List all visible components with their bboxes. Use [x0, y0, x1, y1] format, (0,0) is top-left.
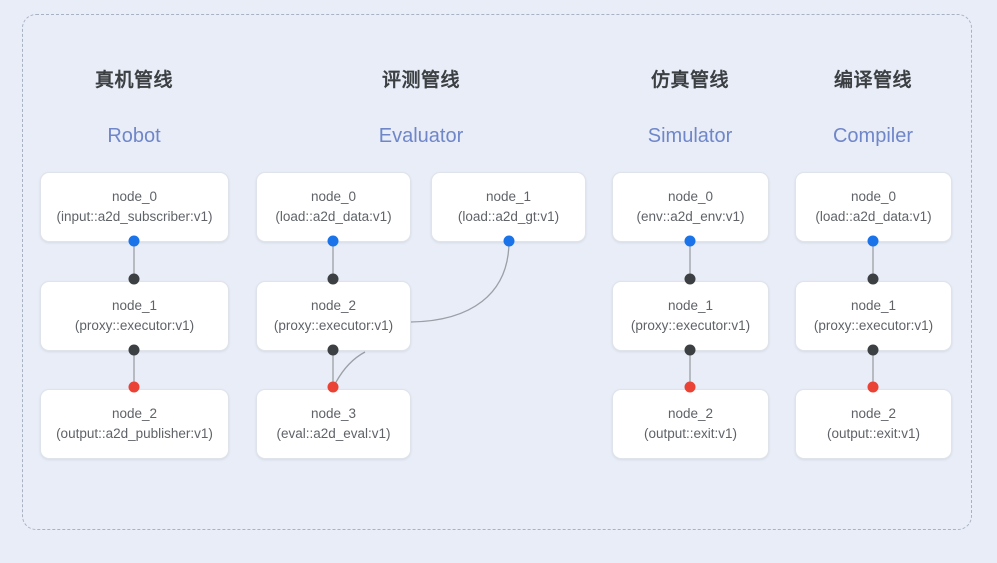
node-robot-node-1[interactable]: node_1 (proxy::executor:v1) — [40, 281, 229, 351]
node-label-name: node_1 — [850, 297, 897, 313]
port-input-simulator-node-2[interactable] — [684, 381, 696, 393]
node-evaluator-node-2[interactable]: node_2 (proxy::executor:v1) — [256, 281, 411, 351]
node-label-type: (proxy::executor:v1) — [74, 317, 195, 333]
node-label-name: node_0 — [850, 188, 897, 204]
node-label-type: (input::a2d_subscriber:v1) — [56, 208, 213, 224]
node-compiler-node-2[interactable]: node_2 (output::exit:v1) — [795, 389, 952, 459]
column-title-compiler: 编译管线 — [833, 70, 913, 91]
port-input-evaluator-node-2[interactable] — [327, 273, 339, 285]
port-input-robot-node-2[interactable] — [128, 381, 140, 393]
node-label-name: node_2 — [850, 405, 897, 421]
node-simulator-node-2[interactable]: node_2 (output::exit:v1) — [612, 389, 769, 459]
edge-eval-gt-to-executor — [410, 240, 510, 323]
node-label-name: node_0 — [111, 188, 158, 204]
column-subtitle-robot: Robot — [107, 125, 161, 147]
port-output-simulator-node-0[interactable] — [684, 235, 696, 247]
port-output-simulator-node-1[interactable] — [684, 344, 696, 356]
node-label-name: node_2 — [111, 405, 158, 421]
port-output-compiler-node-1[interactable] — [867, 344, 879, 356]
node-compiler-node-0[interactable]: node_0 (load::a2d_data:v1) — [795, 172, 952, 242]
node-label-name: node_1 — [485, 188, 532, 204]
column-title-evaluator: 评测管线 — [381, 70, 461, 91]
node-evaluator-node-3[interactable]: node_3 (eval::a2d_eval:v1) — [256, 389, 411, 459]
port-output-evaluator-node-1-gt[interactable] — [503, 235, 515, 247]
column-subtitle-simulator: Simulator — [647, 125, 733, 147]
node-label-name: node_2 — [310, 297, 357, 313]
node-robot-node-2[interactable]: node_2 (output::a2d_publisher:v1) — [40, 389, 229, 459]
port-input-compiler-node-2[interactable] — [867, 381, 879, 393]
node-label-type: (output::a2d_publisher:v1) — [56, 425, 213, 441]
node-simulator-node-0[interactable]: node_0 (env::a2d_env:v1) — [612, 172, 769, 242]
column-title-simulator: 仿真管线 — [650, 70, 730, 91]
node-label-name: node_1 — [667, 297, 714, 313]
node-label-type: (proxy::executor:v1) — [813, 317, 934, 333]
port-output-evaluator-node-0[interactable] — [327, 235, 339, 247]
column-subtitle-compiler: Compiler — [832, 125, 914, 147]
port-output-compiler-node-0[interactable] — [867, 235, 879, 247]
column-subtitle-evaluator: Evaluator — [378, 125, 464, 147]
node-label-type: (load::a2d_gt:v1) — [457, 208, 560, 224]
node-label-type: (proxy::executor:v1) — [630, 317, 751, 333]
port-input-evaluator-node-3[interactable] — [327, 381, 339, 393]
node-evaluator-node-0[interactable]: node_0 (load::a2d_data:v1) — [256, 172, 411, 242]
node-compiler-node-1[interactable]: node_1 (proxy::executor:v1) — [795, 281, 952, 351]
edge-eval-executor-to-eval — [333, 351, 366, 387]
port-input-simulator-node-1[interactable] — [684, 273, 696, 285]
column-title-robot: 真机管线 — [94, 70, 174, 91]
node-evaluator-node-1-gt[interactable]: node_1 (load::a2d_gt:v1) — [431, 172, 586, 242]
node-label-type: (output::exit:v1) — [643, 425, 738, 441]
node-simulator-node-1[interactable]: node_1 (proxy::executor:v1) — [612, 281, 769, 351]
port-input-robot-node-1[interactable] — [128, 273, 140, 285]
node-label-type: (load::a2d_data:v1) — [275, 208, 392, 224]
node-label-name: node_0 — [667, 188, 714, 204]
node-robot-node-0[interactable]: node_0 (input::a2d_subscriber:v1) — [40, 172, 229, 242]
node-label-name: node_3 — [310, 405, 357, 421]
node-label-name: node_1 — [111, 297, 158, 313]
node-label-type: (load::a2d_data:v1) — [815, 208, 932, 224]
port-output-evaluator-node-2[interactable] — [327, 344, 339, 356]
port-output-robot-node-1[interactable] — [128, 344, 140, 356]
node-label-name: node_2 — [667, 405, 714, 421]
node-label-type: (env::a2d_env:v1) — [636, 208, 745, 224]
port-output-robot-node-0[interactable] — [128, 235, 140, 247]
node-label-type: (proxy::executor:v1) — [273, 317, 394, 333]
node-label-name: node_0 — [310, 188, 357, 204]
node-label-type: (eval::a2d_eval:v1) — [276, 425, 391, 441]
port-input-compiler-node-1[interactable] — [867, 273, 879, 285]
node-label-type: (output::exit:v1) — [826, 425, 921, 441]
